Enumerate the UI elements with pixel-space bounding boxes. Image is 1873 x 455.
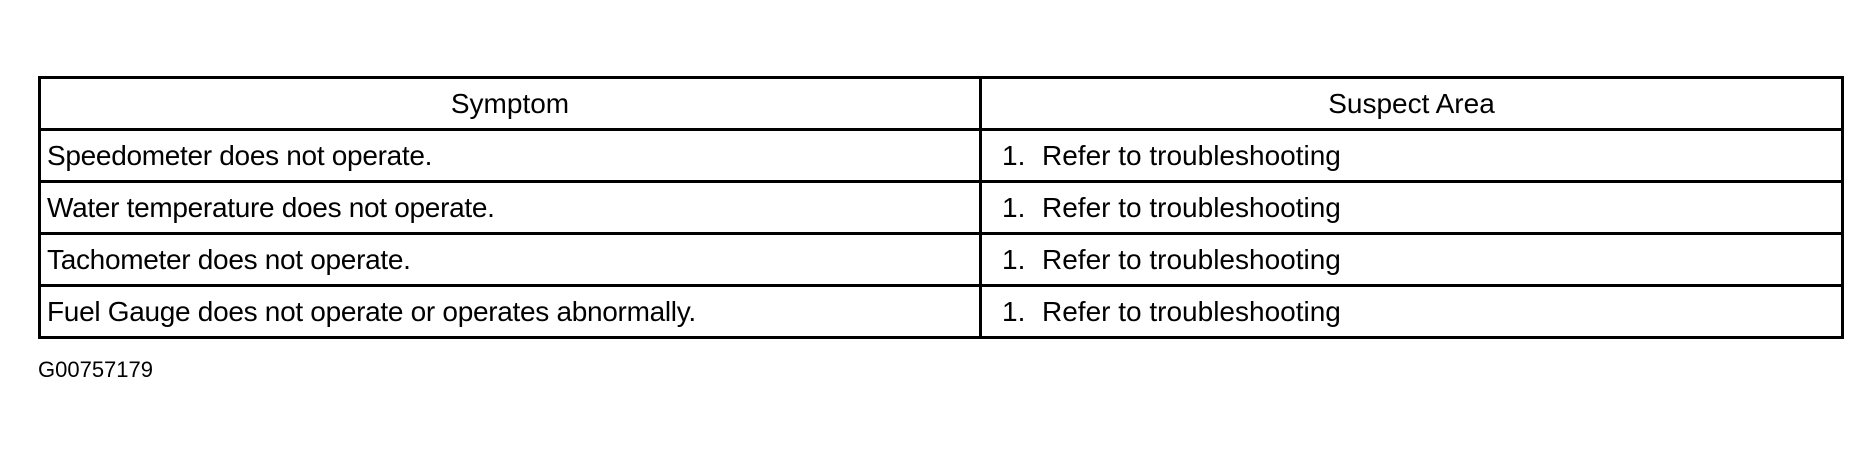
- item-number: 1.: [1002, 191, 1026, 223]
- symptom-table-container: Symptom Suspect Area Speedometer does no…: [38, 76, 1844, 339]
- suspect-area-cell: 1. Refer to troubleshooting: [979, 180, 1844, 235]
- header-symptom: Symptom: [38, 76, 982, 131]
- table-row: Speedometer does not operate. 1. Refer to…: [38, 128, 1844, 183]
- suspect-area-text: Refer to troubleshooting: [1042, 295, 1341, 327]
- symptom-cell: Tachometer does not operate.: [38, 232, 982, 287]
- suspect-area-cell: 1. Refer to troubleshooting: [979, 128, 1844, 183]
- item-number: 1.: [1002, 139, 1026, 171]
- symptom-cell: Water temperature does not operate.: [38, 180, 982, 235]
- table-row: Water temperature does not operate. 1. Re…: [38, 180, 1844, 235]
- suspect-area-text: Refer to troubleshooting: [1042, 139, 1341, 171]
- symptom-cell: Fuel Gauge does not operate or operates …: [38, 284, 982, 339]
- item-number: 1.: [1002, 295, 1026, 327]
- suspect-area-cell: 1. Refer to troubleshooting: [979, 232, 1844, 287]
- symptom-cell: Speedometer does not operate.: [38, 128, 982, 183]
- symptom-table: Symptom Suspect Area Speedometer does no…: [38, 76, 1844, 339]
- item-number: 1.: [1002, 243, 1026, 275]
- suspect-area-cell: 1. Refer to troubleshooting: [979, 284, 1844, 339]
- table-row: Tachometer does not operate. 1. Refer to …: [38, 232, 1844, 287]
- table-row: Fuel Gauge does not operate or operates …: [38, 284, 1844, 339]
- suspect-area-text: Refer to troubleshooting: [1042, 191, 1341, 223]
- suspect-area-text: Refer to troubleshooting: [1042, 243, 1341, 275]
- header-suspect-area: Suspect Area: [979, 76, 1844, 131]
- figure-id: G00757179: [38, 357, 153, 382]
- table-header-row: Symptom Suspect Area: [38, 76, 1844, 131]
